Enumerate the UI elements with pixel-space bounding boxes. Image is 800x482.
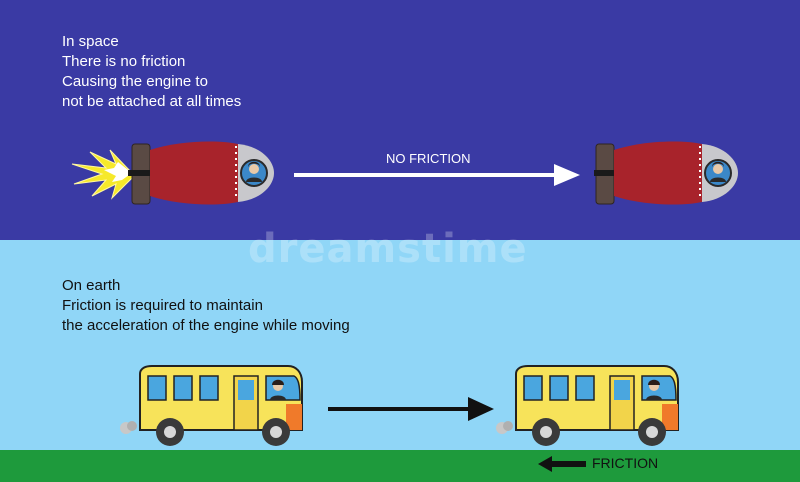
bus-left — [120, 365, 303, 446]
earth-line-1: On earth — [62, 277, 121, 294]
motion-arrow-black — [328, 397, 494, 421]
bus-right — [496, 365, 679, 446]
rocket-firing — [71, 141, 274, 205]
motion-arrow-white — [294, 164, 580, 186]
flame-icon — [71, 149, 133, 200]
watermark-text: dreamstime — [248, 226, 528, 272]
space-line-3: Causing the engine to — [62, 73, 208, 90]
friction-label: FRICTION — [592, 455, 659, 471]
space-caption: In space There is no friction Causing th… — [62, 32, 241, 112]
friction-arrow — [538, 456, 586, 472]
space-line-2: There is no friction — [62, 53, 186, 70]
space-line-1: In space — [62, 33, 119, 50]
earth-line-2: Friction is required to maintain — [62, 297, 263, 314]
earth-line-3: the acceleration of the engine while mov… — [62, 317, 350, 334]
space-line-4: not be attached at all times — [62, 93, 242, 110]
ground-strip — [0, 450, 800, 482]
no-friction-label: NO FRICTION — [386, 151, 471, 166]
rocket-coasting — [594, 141, 738, 205]
earth-caption: On earth Friction is required to maintai… — [62, 276, 350, 336]
